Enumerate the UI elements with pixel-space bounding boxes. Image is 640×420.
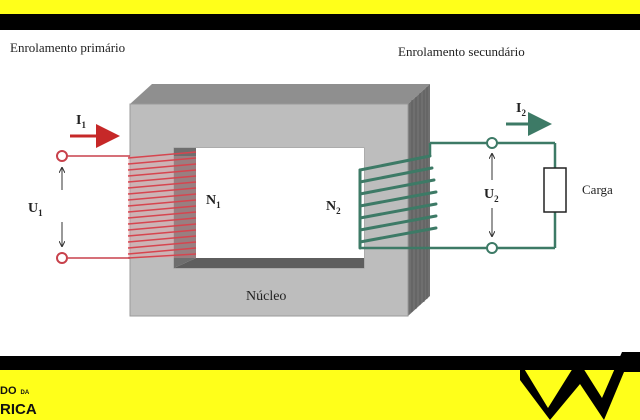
primary-current-label: I1	[76, 113, 86, 130]
primary-circuit	[68, 155, 130, 259]
primary-winding-label: Enrolamento primário	[10, 40, 125, 55]
primary-coil	[127, 151, 197, 259]
core-label: Núcleo	[246, 289, 286, 304]
load-resistor	[543, 167, 567, 213]
primary-voltage-label: U1	[28, 201, 43, 218]
primary-terminal-bottom	[56, 252, 68, 264]
brand-text-line2: RICA	[0, 401, 37, 418]
core-window-depth-bottom	[174, 258, 364, 268]
top-yellow-banner	[0, 0, 640, 14]
secondary-terminal-bottom	[486, 242, 498, 254]
primary-turns-label: N1	[206, 193, 221, 210]
secondary-winding-label: Enrolamento secundário	[398, 44, 525, 59]
top-black-band	[0, 14, 640, 30]
secondary-terminal-top	[486, 137, 498, 149]
secondary-current-label: I2	[516, 101, 526, 118]
secondary-voltage-label: U2	[484, 187, 499, 204]
secondary-turns-label: N2	[326, 199, 341, 216]
core-top-face	[130, 84, 430, 104]
bottom-black-band	[0, 356, 640, 370]
core-window-opening	[196, 148, 364, 258]
load-label: Carga	[582, 182, 613, 197]
secondary-coil	[358, 154, 438, 250]
core-side-face	[408, 84, 430, 316]
primary-terminal-top	[56, 150, 68, 162]
brand-zigzag-logo	[520, 352, 640, 420]
